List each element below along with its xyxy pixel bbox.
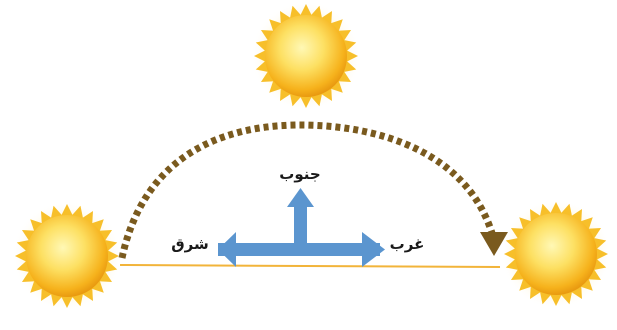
sun-icon-east [12,201,122,311]
label-south: جنوب [279,165,320,183]
label-east: شرق [171,235,209,253]
compass-arrows-icon [218,188,385,267]
label-west: غرب [390,235,425,253]
sun-icon-noon [251,1,361,111]
horizon-line [120,265,500,267]
sun-icon-west [501,199,611,309]
